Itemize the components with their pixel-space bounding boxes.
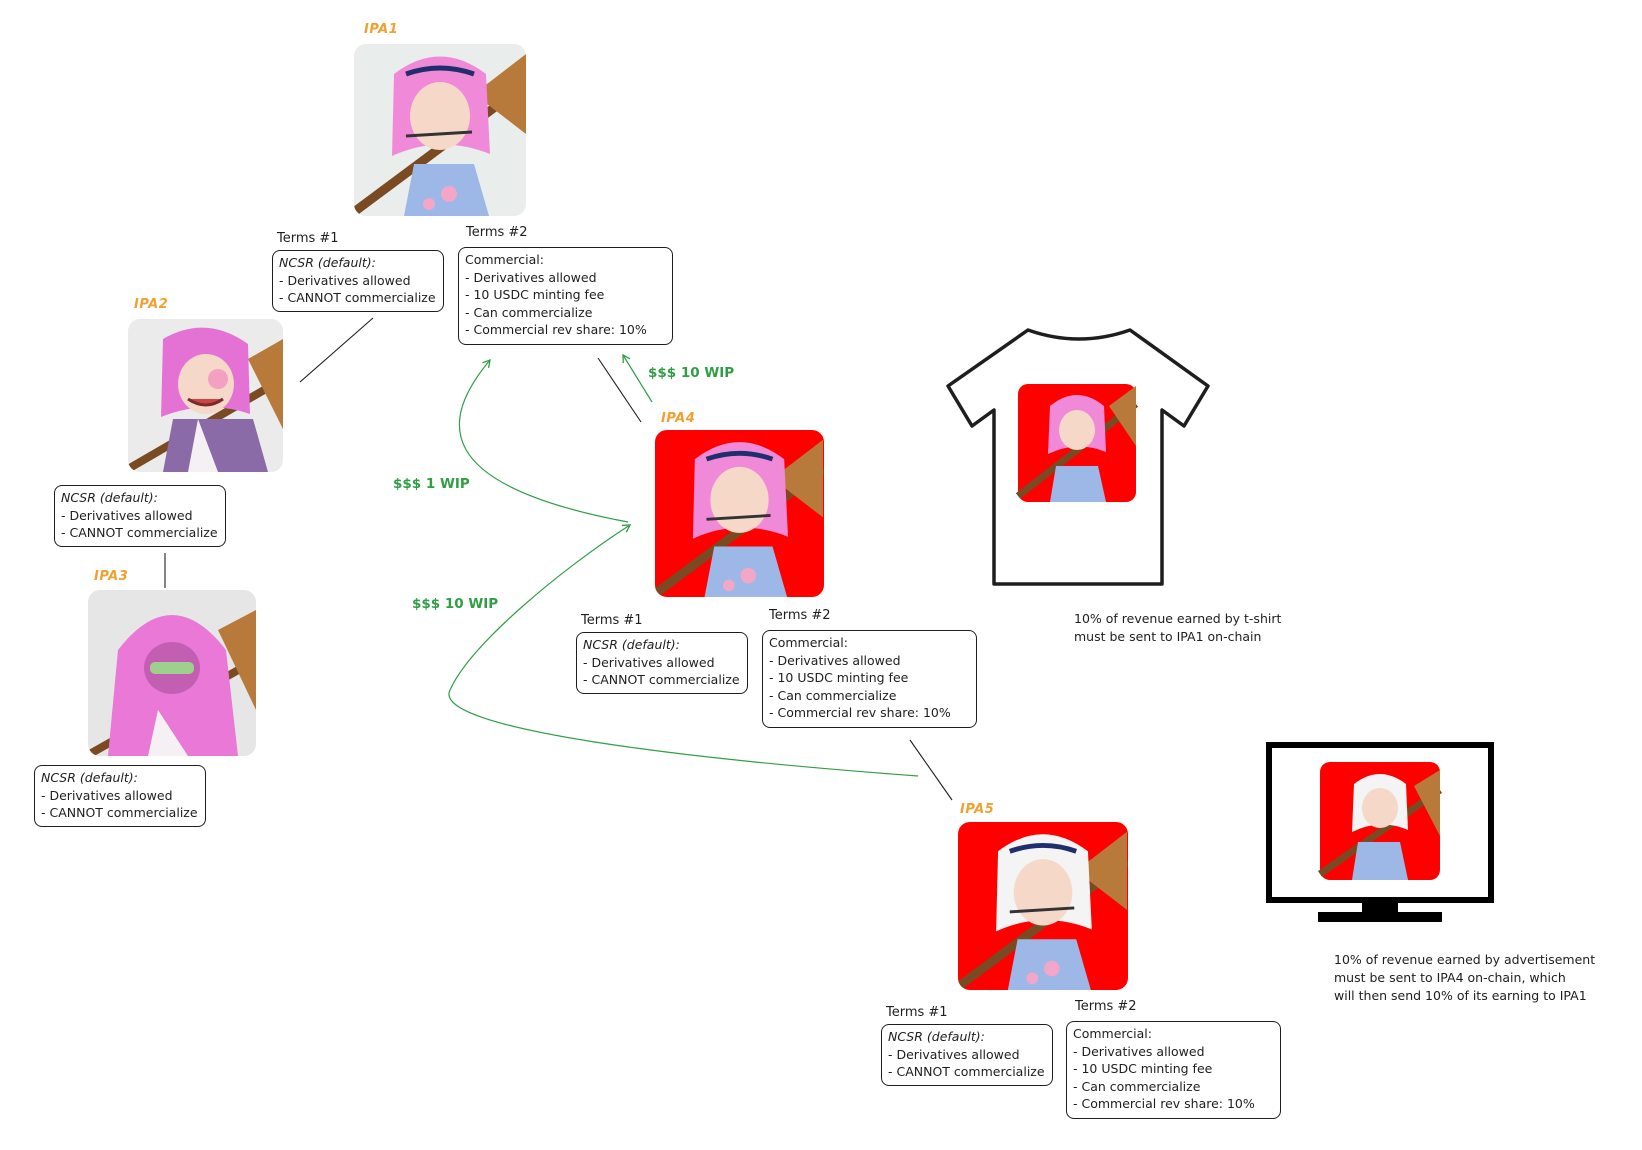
terms-heading: Commercial:: [1073, 1026, 1152, 1041]
tshirt-note: 10% of revenue earned by t-shirt must be…: [1074, 610, 1281, 646]
terms-line: - Derivatives allowed: [465, 269, 597, 285]
terms-line: - CANNOT commercialize: [61, 525, 218, 540]
terms-line: - Derivatives allowed: [279, 272, 411, 288]
terms-line: - Derivatives allowed: [61, 507, 193, 523]
ipa1-terms2-box: Commercial: - Derivatives allowed - 10 U…: [458, 247, 673, 345]
ipa1-label: IPA1: [364, 22, 399, 37]
flow-label-ipa5-ipa1: $$$ 1 WIP: [393, 476, 470, 492]
terms-heading: Commercial:: [465, 252, 544, 267]
terms-line: - Commercial rev share: 10%: [1073, 1096, 1255, 1111]
ipa5-terms2-title: Terms #2: [1075, 999, 1137, 1014]
ipa3-terms-box: NCSR (default): - Derivatives allowed - …: [34, 765, 206, 827]
terms-line: - Can commercialize: [465, 304, 593, 320]
terms-line: - Derivatives allowed: [769, 652, 901, 668]
terms-line: - Can commercialize: [1073, 1078, 1201, 1094]
terms-heading: Commercial:: [769, 635, 848, 650]
terms-heading: NCSR (default):: [583, 637, 680, 652]
ipa5-terms1-box: NCSR (default): - Derivatives allowed - …: [881, 1024, 1053, 1086]
flow-label-ipa4-ipa1: $$$ 10 WIP: [648, 365, 735, 381]
note-line: must be sent to IPA1 on-chain: [1074, 629, 1262, 644]
terms-line: - Derivatives allowed: [583, 654, 715, 670]
ipa4-terms2-title: Terms #2: [769, 608, 831, 623]
terms-line: - Derivatives allowed: [41, 787, 173, 803]
character-illustration-icon: [655, 439, 824, 597]
ipa4-terms1-title: Terms #1: [581, 613, 643, 628]
terms-line: - Derivatives allowed: [888, 1046, 1020, 1062]
ipa3-label: IPA3: [94, 569, 129, 584]
ipa1-terms1-box: NCSR (default): - Derivatives allowed - …: [272, 250, 444, 312]
tshirt-icon: [946, 328, 1210, 586]
ipa5-label: IPA5: [960, 802, 995, 817]
terms-heading: NCSR (default):: [41, 770, 138, 785]
terms-line: - CANNOT commercialize: [888, 1064, 1045, 1079]
ipa1-terms2-title: Terms #2: [466, 225, 528, 240]
link-ipa1-ipa2: [299, 317, 374, 383]
terms-heading: NCSR (default):: [888, 1029, 985, 1044]
ipa4-label: IPA4: [661, 411, 696, 426]
character-illustration-icon: [88, 610, 256, 756]
terms-line: - Commercial rev share: 10%: [465, 322, 647, 337]
ipa5-terms2-box: Commercial: - Derivatives allowed - 10 U…: [1066, 1021, 1281, 1119]
flow-arrow-ipa5-ipa4: [448, 524, 919, 777]
note-line: will then send 10% of its earning to IPA…: [1334, 988, 1587, 1003]
note-line: 10% of revenue earned by t-shirt: [1074, 611, 1282, 626]
terms-heading: NCSR (default):: [61, 490, 158, 505]
ipa2-label: IPA2: [134, 297, 169, 312]
ad-note: 10% of revenue earned by advertisement m…: [1334, 951, 1595, 1005]
ipa5-image: [958, 822, 1128, 990]
character-illustration-icon: [128, 327, 283, 472]
terms-line: - Commercial rev share: 10%: [769, 705, 951, 720]
ipa1-image: [354, 44, 526, 216]
terms-line: - 10 USDC minting fee: [465, 287, 605, 302]
terms-line: - CANNOT commercialize: [583, 672, 740, 687]
ipa1-terms1-title: Terms #1: [277, 231, 339, 246]
note-line: must be sent to IPA4 on-chain, which: [1334, 970, 1566, 985]
character-illustration-icon: [958, 831, 1128, 990]
ipa2-terms-box: NCSR (default): - Derivatives allowed - …: [54, 485, 226, 547]
link-ipa1-ipa4: [597, 357, 642, 423]
ipa4-terms2-box: Commercial: - Derivatives allowed - 10 U…: [762, 630, 977, 728]
terms-line: - 10 USDC minting fee: [769, 670, 909, 685]
ipa3-image: [88, 590, 256, 756]
note-line: 10% of revenue earned by advertisement: [1334, 952, 1596, 967]
ipa5-terms1-title: Terms #1: [886, 1005, 948, 1020]
flow-label-ipa5-ipa4: $$$ 10 WIP: [412, 596, 499, 612]
ipa2-image: [128, 319, 283, 472]
terms-line: - Derivatives allowed: [1073, 1043, 1205, 1059]
terms-line: - CANNOT commercialize: [279, 290, 436, 305]
link-ipa4-ipa5: [909, 739, 953, 801]
flow-arrow-ipa5-ipa1: [458, 358, 629, 523]
terms-line: - CANNOT commercialize: [41, 805, 198, 820]
terms-line: - 10 USDC minting fee: [1073, 1061, 1213, 1076]
terms-line: - Can commercialize: [769, 687, 897, 703]
ipa4-image: [655, 430, 824, 597]
flow-arrow-ipa4-ipa1: [622, 353, 653, 403]
monitor-icon: [1266, 742, 1494, 922]
ipa4-terms1-box: NCSR (default): - Derivatives allowed - …: [576, 632, 748, 694]
terms-heading: NCSR (default):: [279, 255, 376, 270]
character-illustration-icon: [354, 54, 526, 216]
